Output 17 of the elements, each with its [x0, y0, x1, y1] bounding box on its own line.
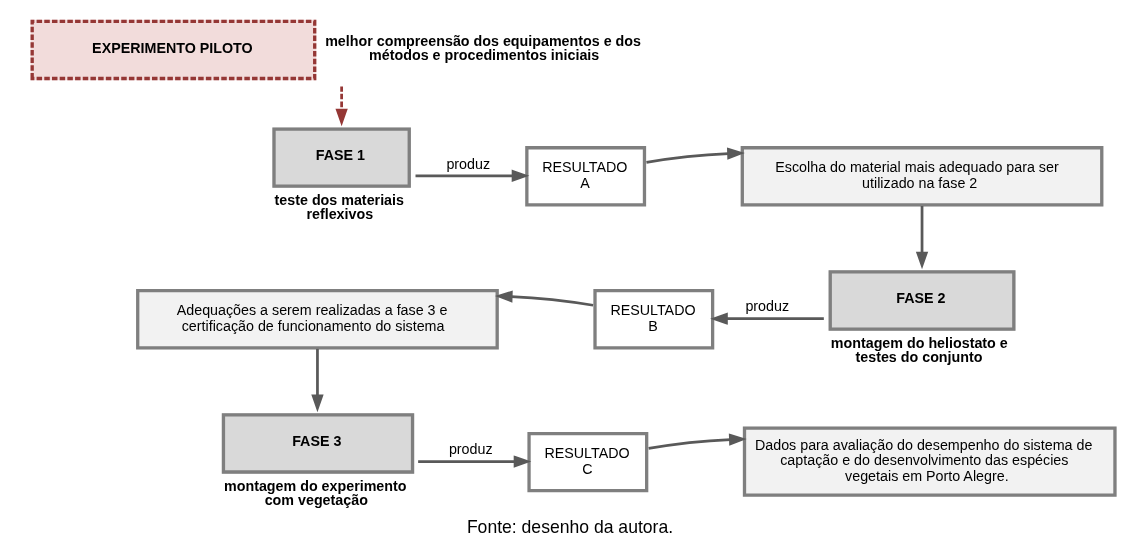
edge-label: produz — [446, 155, 491, 172]
node-label: montagem do heliostato e testes do conjunto — [830, 334, 1008, 365]
edge-label: produz — [448, 441, 493, 458]
arrow — [335, 86, 348, 127]
arrow — [418, 455, 532, 468]
edge-label: produz — [745, 298, 790, 315]
arrow — [494, 290, 594, 307]
arrow — [311, 348, 324, 413]
arrow — [646, 147, 745, 164]
arrow — [915, 206, 929, 270]
arrow — [710, 312, 824, 325]
node-label: melhor compreensão dos equipamentos e dos métodos e procedimentos iniciais — [325, 32, 641, 64]
node-label: teste dos materiais reflexivos — [274, 191, 404, 223]
arrow — [415, 169, 530, 182]
node-label: montagem do experimento com vegetação — [224, 477, 407, 508]
caption: Fonte: desenho da autora. — [466, 517, 674, 538]
arrow — [648, 433, 747, 450]
